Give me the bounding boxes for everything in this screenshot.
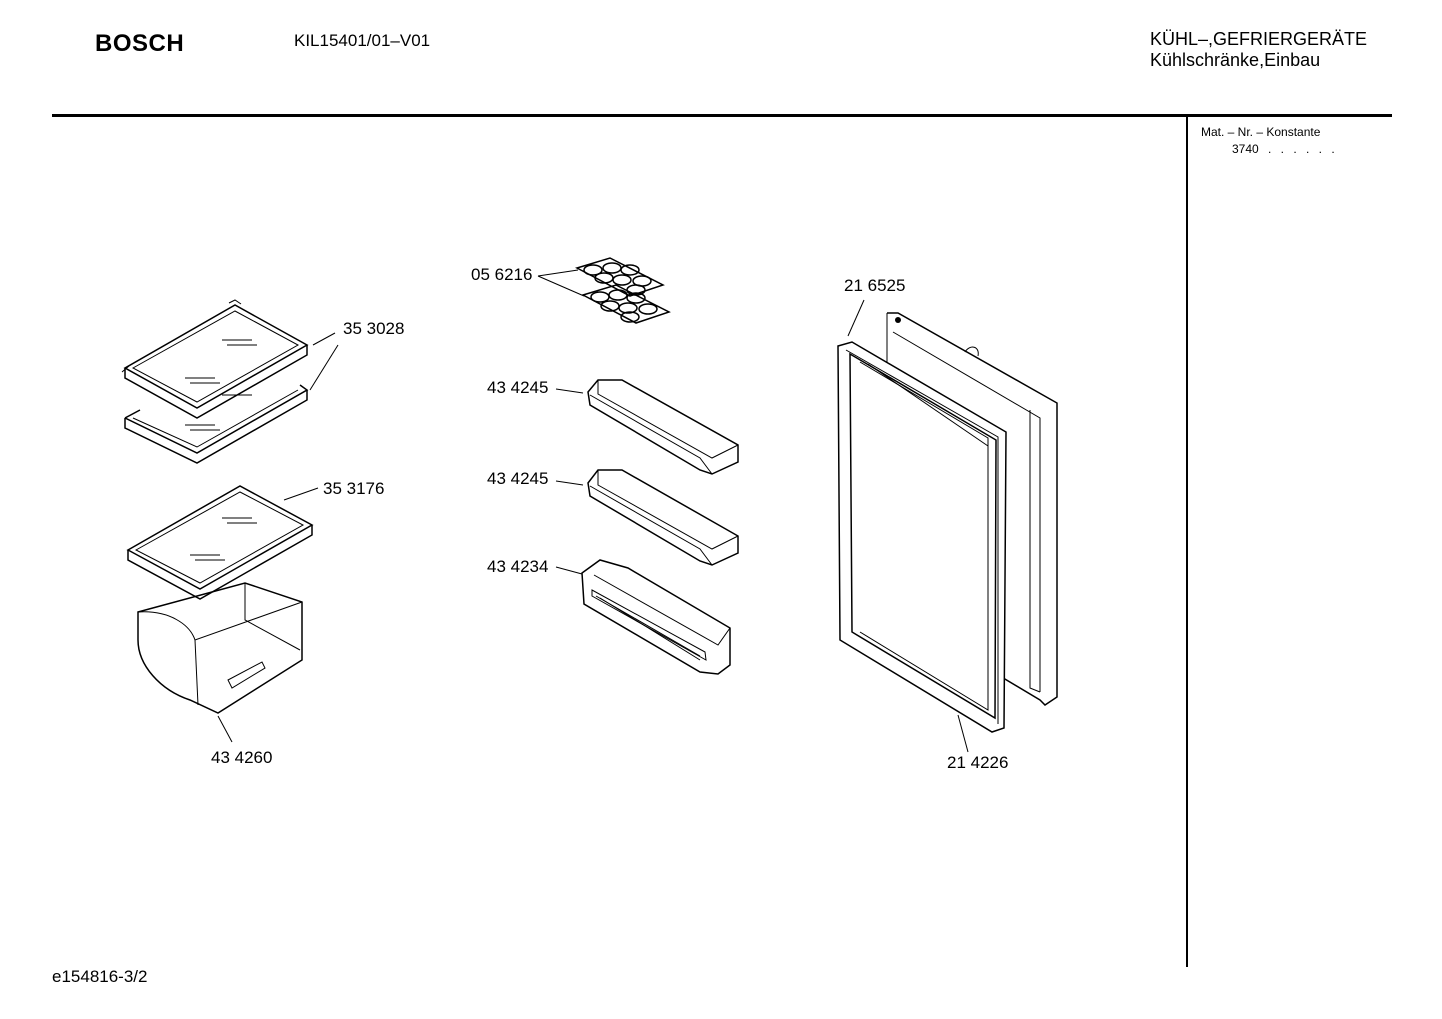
category-subtitle: Kühlschränke,Einbau [1150,50,1321,70]
door-bottle-shelf [581,559,731,675]
door-gasket [837,341,1007,733]
leader-gasket [957,714,969,753]
leader-door [847,299,865,337]
part-label-door-shelf-1: 43 4245 [487,378,549,397]
mat-nr-title: Mat. – Nr. – Konstante [1201,125,1321,139]
brand-logo: BOSCH [95,30,185,57]
part-label-shelf-lower: 35 3176 [323,479,385,498]
part-label-gasket: 21 4226 [947,753,1009,772]
door-shelf-1 [587,379,739,475]
part-label-door-shelf-2: 43 4245 [487,469,549,488]
part-label-door: 21 6525 [844,276,906,295]
leader-shelf-upper-a [312,332,336,346]
leader-door-shelf-1 [555,388,584,394]
door-shelf-2 [587,469,739,566]
leader-shelf-lower [283,487,319,501]
document-id: e154816-3/2 [52,967,148,986]
category-title: KÜHL–,GEFRIERGERÄTE [1150,29,1368,49]
leader-door-shelf-2 [555,480,584,486]
model-number: KIL15401/01–V01 [294,31,431,50]
part-label-shelf-upper: 35 3028 [343,319,405,338]
glass-shelf-lower [126,485,314,600]
part-label-drawer: 43 4260 [211,748,273,767]
mat-nr-dots: . . . . . . [1268,142,1338,156]
header-divider [52,114,1392,117]
part-label-egg-tray: 05 6216 [471,265,533,284]
leader-shelf-upper-b [309,344,339,391]
glass-shelf-upper-b [124,384,309,464]
vegetable-drawer [137,582,303,714]
leader-egg-tray [537,269,585,297]
glass-shelf-upper-a [121,299,309,419]
leader-bottle-shelf [555,566,583,575]
leader-drawer [217,715,233,743]
part-label-bottle-shelf: 43 4234 [487,557,549,576]
egg-tray-lower [581,284,671,324]
mat-nr-value: 3740 [1232,142,1259,156]
side-panel-divider [1186,114,1188,967]
